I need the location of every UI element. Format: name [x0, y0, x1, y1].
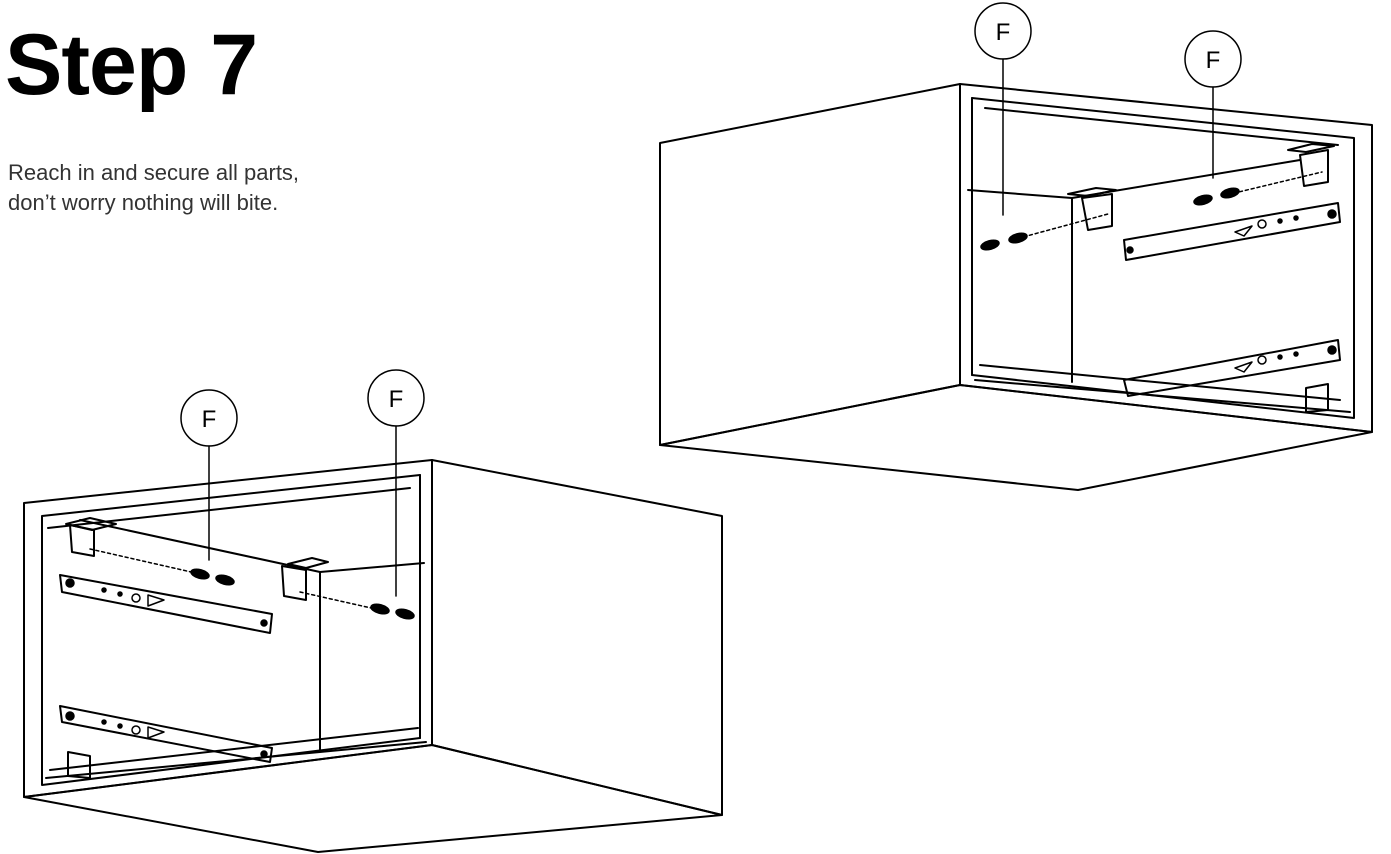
cabinet-right-bracket-1	[1081, 193, 1113, 231]
cabinet-left-lower-rail	[59, 705, 273, 763]
cabinet-right-bottom-panel	[659, 384, 1373, 491]
cabinet-right-bracket-3	[1305, 383, 1329, 413]
description-line-2: don’t worry nothing will bite.	[8, 190, 279, 215]
cabinet-right-side-panel	[659, 83, 961, 446]
cabinet-right: F F	[659, 2, 1373, 491]
step-description: Reach in and secure all parts, don’t wor…	[8, 158, 299, 218]
cabinet-right-upper-rail	[1123, 202, 1341, 261]
callout-right-1: F	[974, 2, 1032, 216]
cabinet-left-bracket-2	[281, 565, 307, 601]
cabinet-left-upper-rail	[59, 574, 273, 634]
callout-right-2-label: F	[1206, 47, 1221, 74]
cabinet-right-bracket-2	[1299, 149, 1329, 187]
callout-left-2: F	[367, 369, 425, 597]
cabinet-left-bracket-3	[67, 751, 91, 779]
description-line-1: Reach in and secure all parts,	[8, 160, 300, 185]
callout-left-2-label: F	[389, 386, 404, 413]
step-title: Step 7	[5, 17, 258, 113]
callout-right-2: F	[1184, 30, 1242, 179]
cabinet-left-screws	[190, 568, 415, 620]
cabinet-left: F F	[23, 369, 723, 853]
cabinet-right-lower-rail	[1123, 339, 1341, 397]
cabinet-right-front-frame	[959, 83, 1373, 433]
cabinet-right-screws	[980, 187, 1240, 251]
cabinet-left-front-frame	[23, 459, 433, 798]
callout-right-1-label: F	[996, 19, 1011, 46]
callout-left-1: F	[180, 389, 238, 561]
cabinet-left-side-panel	[431, 459, 723, 816]
callout-left-1-label: F	[202, 406, 217, 433]
